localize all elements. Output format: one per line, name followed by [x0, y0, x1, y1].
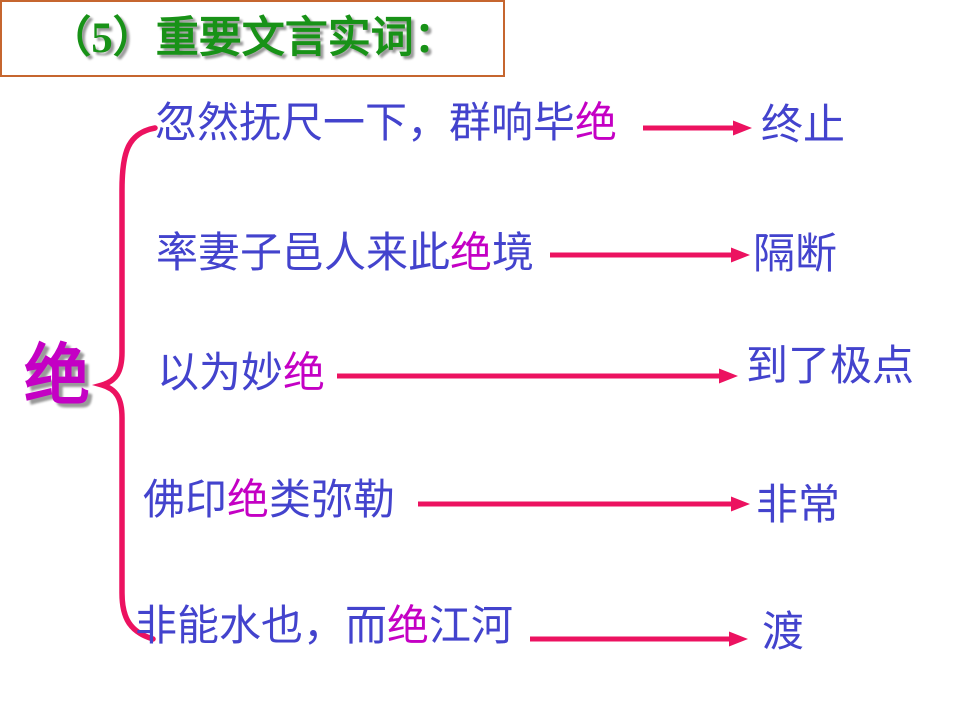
entry-sentence-3: 以为妙绝	[157, 350, 325, 398]
curly-brace-icon	[92, 125, 158, 642]
entry-meaning-5: 渡	[762, 610, 805, 656]
sentence-5-pre: 非能水也，而	[135, 604, 388, 650]
arrow-1-head-icon	[733, 120, 752, 136]
headword: 绝	[24, 340, 90, 413]
sentence-2-pre: 率妻子邑人来此	[156, 231, 451, 277]
arrow-4-head-icon	[731, 496, 750, 512]
entry-meaning-3: 到了极点	[746, 344, 915, 390]
sentence-5-highlight: 绝	[387, 604, 430, 650]
entry-sentence-4: 佛印绝类弥勒	[143, 477, 395, 525]
sentence-3-pre: 以为妙	[157, 351, 284, 397]
sentence-1-pre: 忽然抚尺一下，群响毕	[155, 101, 576, 147]
page-title: （5）重要文言实词：	[48, 15, 457, 62]
entry-sentence-1: 忽然抚尺一下，群响毕绝	[155, 100, 617, 148]
sentence-5-post: 江河	[429, 604, 514, 650]
entry-sentence-2: 率妻子邑人来此绝境	[156, 230, 534, 278]
sentence-2-highlight: 绝	[450, 231, 493, 277]
arrow-2-head-icon	[731, 247, 750, 263]
sentence-1-highlight: 绝	[575, 101, 618, 147]
title-box: （5）重要文言实词：	[0, 0, 505, 77]
sentence-4-post: 类弥勒	[269, 478, 396, 524]
entry-meaning-4: 非常	[756, 483, 841, 529]
entry-sentence-5: 非能水也，而绝江河	[135, 603, 513, 651]
entry-meaning-1: 终止	[761, 103, 846, 149]
sentence-4-pre: 佛印	[143, 478, 228, 524]
entry-meaning-2: 隔断	[753, 232, 838, 278]
sentence-4-highlight: 绝	[227, 478, 270, 524]
sentence-2-post: 境	[492, 231, 535, 277]
arrow-5-head-icon	[729, 631, 748, 647]
sentence-3-highlight: 绝	[283, 351, 326, 397]
arrow-3-head-icon	[719, 368, 738, 384]
